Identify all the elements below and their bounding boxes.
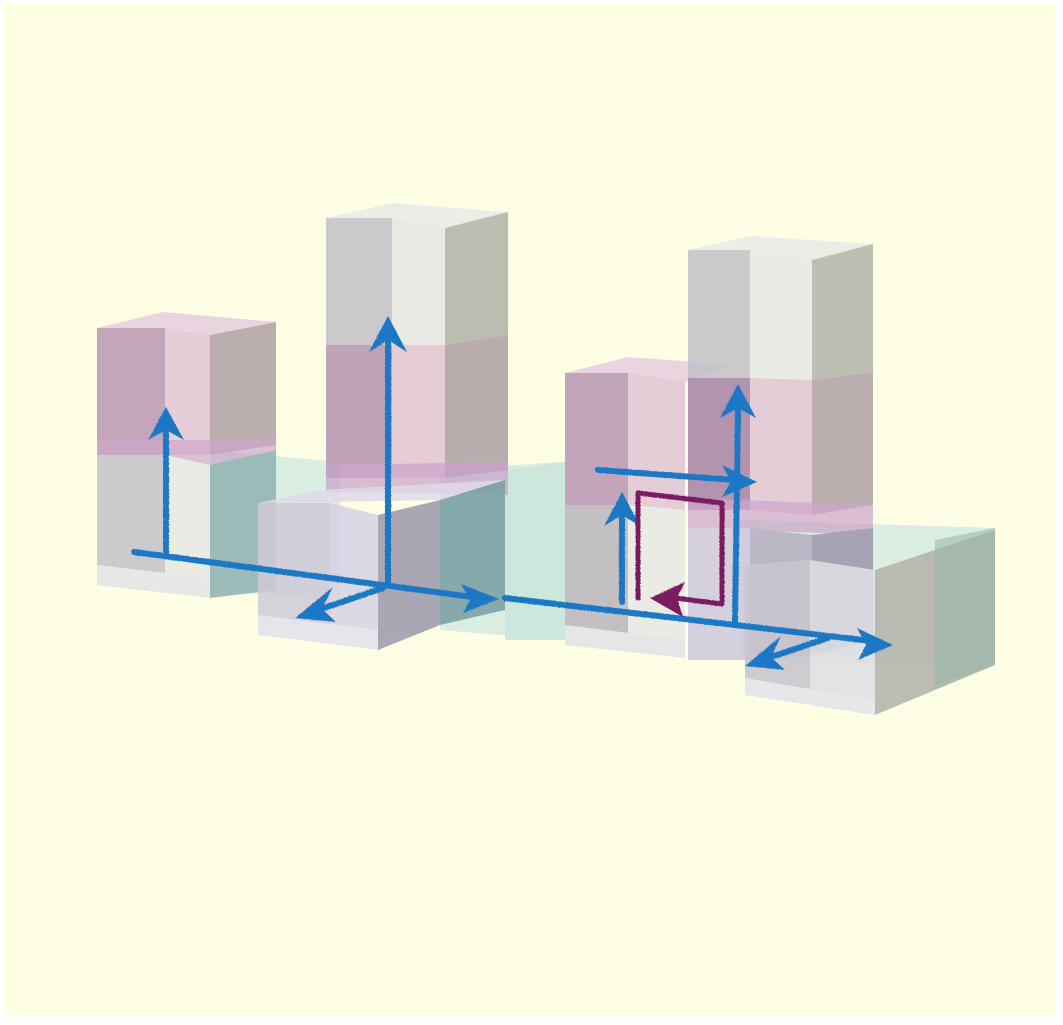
arrow-diag-right — [765, 635, 831, 661]
arrowhead-axis-end — [857, 628, 893, 660]
arrow-loop — [635, 490, 725, 607]
arrowhead-diag-left — [295, 587, 336, 622]
arrowhead-axis-mid — [461, 584, 499, 613]
arrowhead-short-up — [604, 492, 640, 526]
cube-front-left — [258, 480, 505, 650]
arrowhead-loop — [650, 582, 685, 617]
arrowhead-up-left — [148, 407, 184, 440]
cube-stack-left — [97, 312, 276, 598]
arrow-axis-long — [131, 549, 883, 645]
arrowhead-short-right — [722, 465, 757, 497]
arrows — [131, 316, 893, 670]
arrow-short-right — [595, 467, 738, 483]
arrow-diag-left — [315, 585, 386, 613]
cube-stack-center-left — [326, 203, 508, 495]
arrow-up-right — [732, 407, 741, 625]
arrowhead-diag-right — [745, 636, 785, 670]
arrowhead-up-right — [720, 384, 756, 418]
arrowhead-up-center — [369, 316, 407, 352]
